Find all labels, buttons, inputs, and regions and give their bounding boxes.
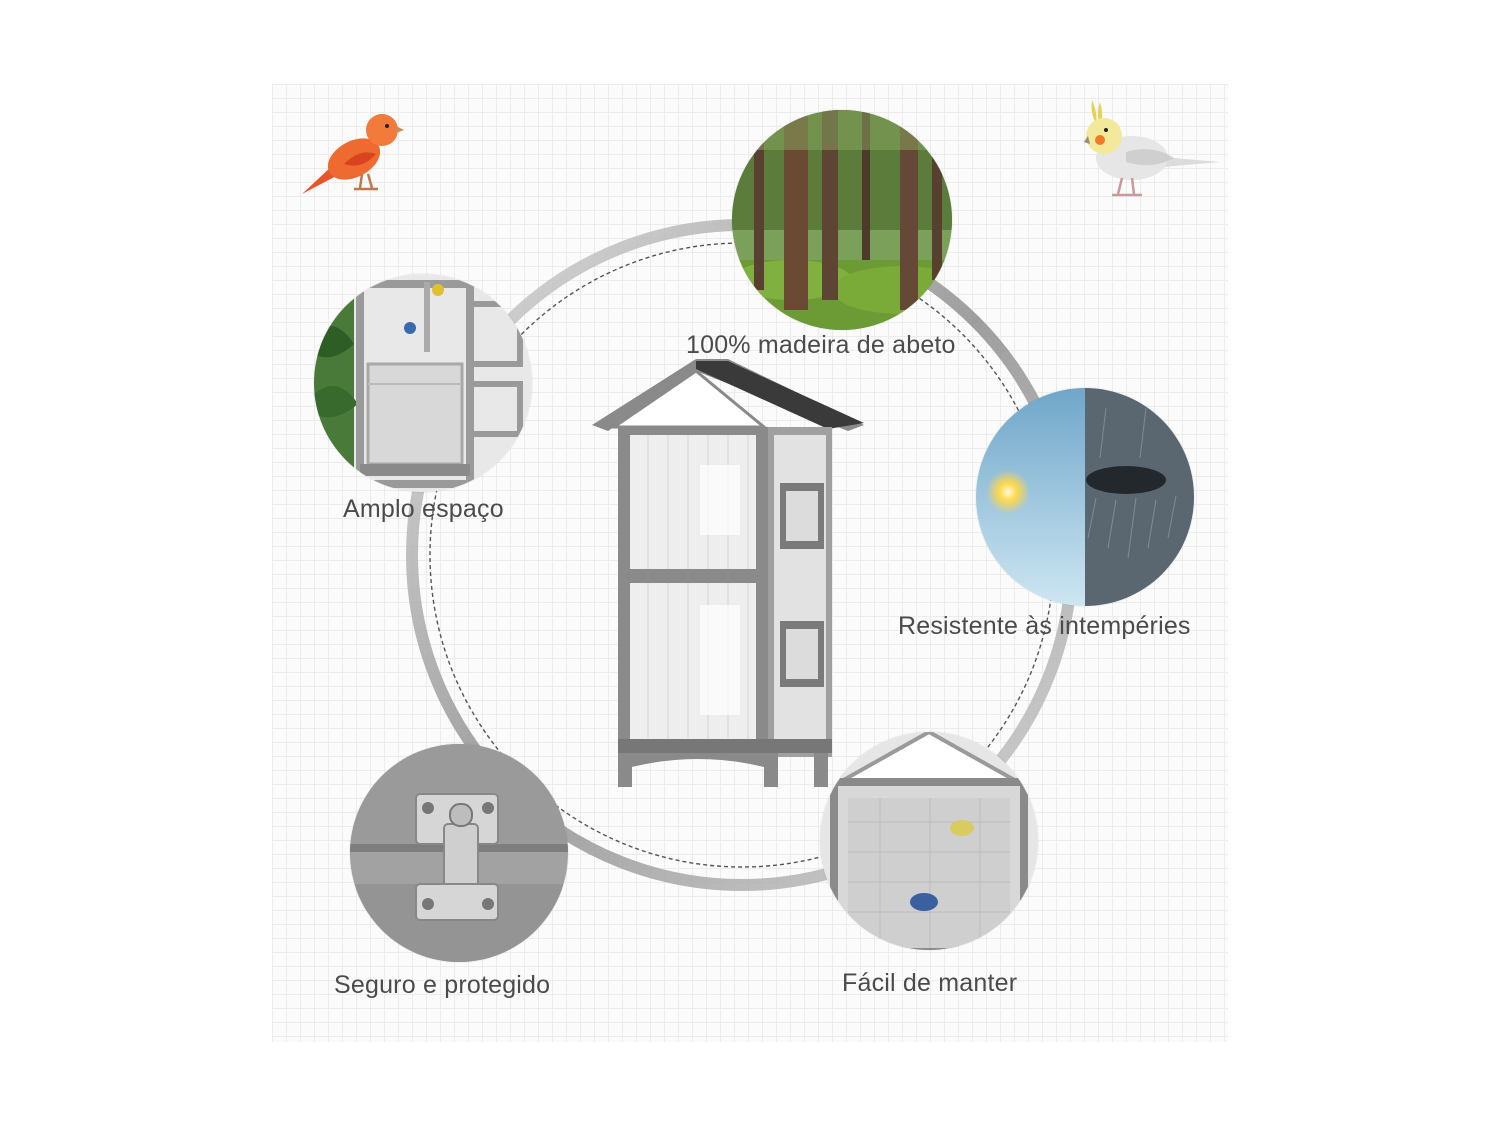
- spacious-interior-photo: [314, 274, 532, 492]
- bird-cage-product: [592, 359, 864, 787]
- label-weather-resistant: Resistente às intempéries: [898, 612, 1191, 640]
- label-fir-wood: 100% madeira de abeto: [686, 331, 956, 359]
- label-spacious: Amplo espaço: [343, 495, 504, 523]
- label-secure: Seguro e protegido: [334, 971, 551, 999]
- fir-forest-photo: [732, 110, 952, 330]
- secure-latch-photo: [350, 744, 568, 962]
- red-canary-icon: [302, 114, 404, 194]
- easy-maintenance-photo: [820, 732, 1038, 950]
- weather-resistance-photo: [976, 388, 1194, 606]
- label-easy-maintenance: Fácil de manter: [842, 969, 1018, 997]
- cockatiel-icon: [1084, 100, 1220, 197]
